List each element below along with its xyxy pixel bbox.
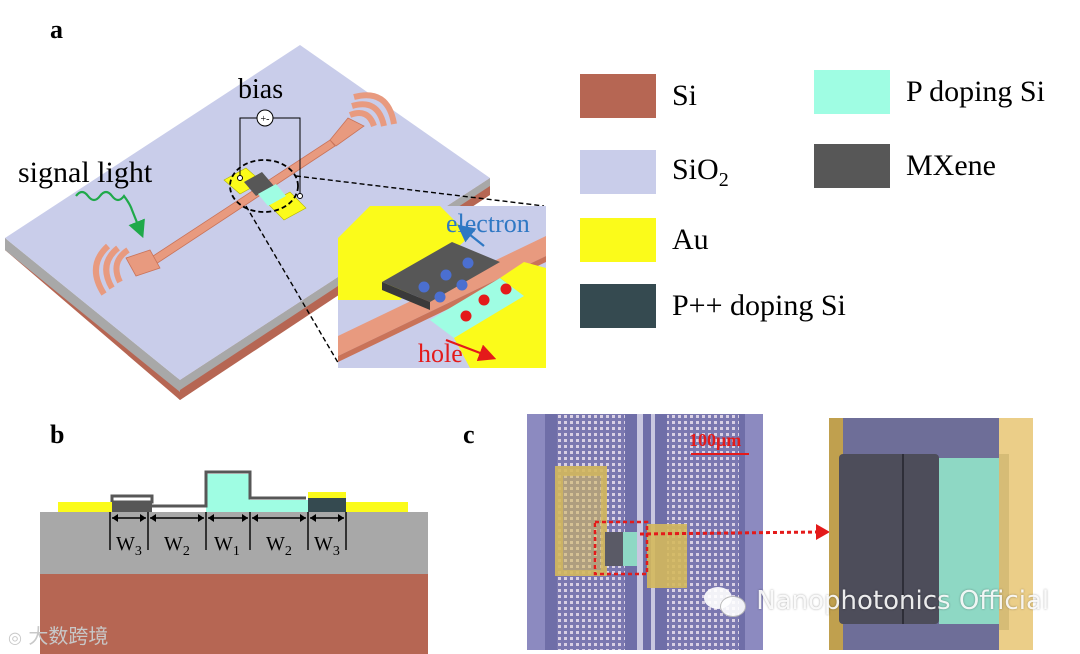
legend-swatch-pdoping — [814, 70, 890, 114]
legend-swatch-sio2 — [580, 150, 656, 194]
watermark-left-icon: ◎ — [8, 628, 22, 647]
chip-top-surface — [5, 45, 490, 380]
dim-w3-right: W3 — [314, 533, 340, 559]
input-grating-2 — [103, 245, 120, 290]
panel-label-c: c — [463, 420, 475, 449]
micrograph-zoom — [829, 418, 1033, 650]
cross-au-far-right — [346, 502, 408, 512]
panel-label-a: a — [50, 15, 63, 44]
cross-sio2-layer — [40, 512, 428, 574]
cross-ppdoping — [308, 498, 346, 512]
panel-label-b: b — [50, 420, 65, 449]
output-grating-1 — [348, 110, 377, 128]
inset-pdoping — [430, 278, 524, 338]
dim-w1: W1 — [214, 533, 240, 559]
wechat-icon — [704, 586, 748, 617]
signal-light-label: signal light — [18, 156, 153, 189]
watermark-left: ◎ 大数跨境 — [8, 624, 109, 648]
cross-au-left — [58, 502, 112, 512]
bias-source — [256, 109, 274, 127]
svg-text:+-: +- — [261, 114, 270, 125]
hole-label: hole — [418, 339, 463, 368]
dim-w2-right: W2 — [266, 533, 292, 559]
legend-label-pdoping: P doping Si — [906, 75, 1045, 108]
dim-w3-left: W3 — [116, 533, 142, 559]
device-schematic: +- bias signal light electron hole — [5, 45, 546, 400]
input-grating-1 — [113, 247, 130, 284]
cross-au-right — [308, 492, 346, 498]
micro-zoom-arrow — [640, 524, 830, 540]
legend-label-ppdoping: P++ doping Si — [672, 289, 846, 322]
legend-item-pdoping: P doping Si — [814, 70, 1045, 114]
legend-label-mxene: MXene — [906, 149, 996, 182]
output-grating-3 — [353, 92, 397, 125]
scale-bar-label: 100μm — [689, 430, 741, 450]
electron-label: electron — [446, 209, 530, 238]
legend-label-si: Si — [672, 79, 698, 112]
zoom-pdoping — [939, 458, 999, 624]
cross-section: W3 W2 W1 W2 W3 — [40, 470, 428, 654]
chip-sio2-front — [5, 238, 180, 392]
micro-roi-box — [593, 520, 649, 576]
legend-item-ppdoping: P++ doping Si — [580, 284, 846, 328]
bias-label: bias — [238, 74, 283, 105]
legend-item-mxene: MXene — [814, 144, 996, 188]
legend-swatch-ppdoping — [580, 284, 656, 328]
legend-swatch-au — [580, 218, 656, 262]
inset-mxene — [382, 242, 500, 302]
device-pdoping — [258, 184, 286, 206]
inset-au-left — [338, 206, 470, 300]
input-taper — [125, 249, 161, 277]
legend-label-au: Au — [672, 223, 709, 256]
legend-item-si: Si — [580, 74, 697, 118]
legend-swatch-mxene — [814, 144, 890, 188]
cross-pdoping-slab — [250, 500, 308, 512]
watermark-right: Nanophotonics Official — [704, 586, 1049, 617]
micrograph-overview: 100μm — [527, 414, 763, 650]
micro-au-right — [647, 524, 687, 588]
legend-item-sio2: SiO2 — [580, 150, 729, 194]
legend-swatch-si — [580, 74, 656, 118]
cross-si-substrate — [40, 574, 428, 654]
legend-label-sio2: SiO2 — [672, 152, 729, 191]
legend-item-au: Au — [580, 218, 709, 262]
dim-w2-left: W2 — [164, 533, 190, 559]
output-grating-2 — [351, 101, 387, 127]
signal-light-wave — [75, 190, 145, 239]
zoom-mxene — [839, 454, 939, 624]
output-taper — [329, 117, 365, 147]
input-grating-3 — [93, 243, 111, 296]
cross-pdoping-rib — [206, 474, 250, 512]
zoom-ellipse — [229, 159, 299, 213]
